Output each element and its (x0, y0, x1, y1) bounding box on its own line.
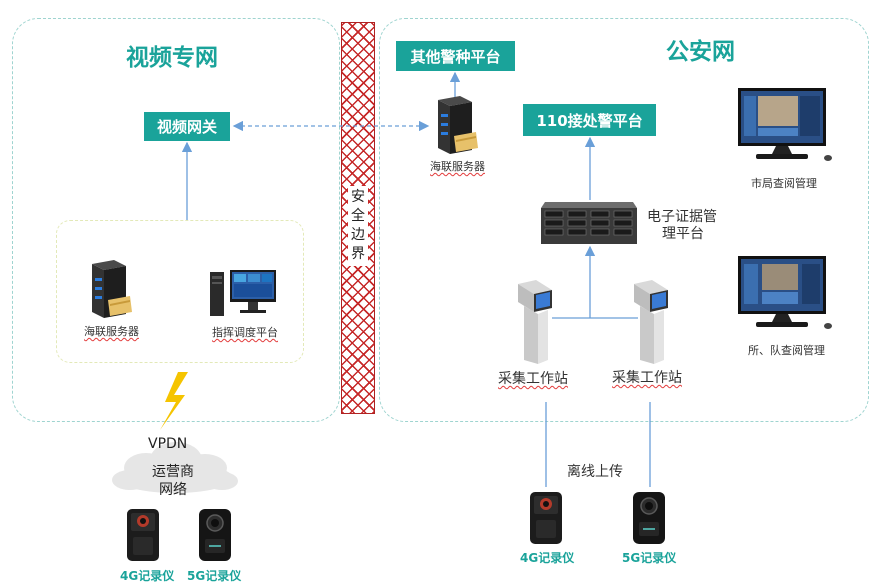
body-camera-icon (633, 492, 665, 544)
workstation-icon (210, 270, 276, 316)
workstation-2-label: 采集工作站 (612, 370, 682, 386)
right-4g-label: 4G记录仪 (520, 551, 575, 565)
security-boundary-label: 安全边界 (348, 186, 368, 266)
left-4g-label: 4G记录仪 (120, 569, 175, 583)
server-icon (438, 96, 478, 154)
right-5g-label: 5G记录仪 (622, 551, 677, 565)
video-gateway-box: 视频网关 (144, 112, 230, 141)
server-icon (92, 260, 132, 318)
station-team-label: 所、队查阅管理 (748, 344, 825, 357)
carrier-network-label-1: 运营商 (152, 464, 194, 480)
server-right-label: 海联服务器 (430, 160, 485, 173)
lightning-icon (160, 372, 188, 430)
monitor-icon (738, 88, 832, 161)
left-5g-label: 5G记录仪 (187, 569, 242, 583)
security-boundary (341, 22, 375, 414)
kiosk-icon (518, 280, 552, 364)
platform-110-box: 110接处警平台 (523, 104, 656, 136)
body-camera-icon (530, 492, 562, 544)
monitor-icon (738, 256, 832, 329)
dispatch-platform-label: 指挥调度平台 (212, 326, 278, 339)
evidence-platform-label-1: 电子证据管 (647, 209, 717, 225)
video-network-title: 视频专网 (126, 45, 218, 71)
video-devices-zone (56, 220, 304, 363)
offline-upload-label: 离线上传 (567, 461, 623, 481)
rack-server-icon (541, 202, 637, 244)
cloud-icon (112, 442, 238, 493)
evidence-platform-label-2: 理平台 (662, 226, 704, 242)
police-network-zone (379, 18, 869, 422)
workstation-1-label: 采集工作站 (498, 371, 568, 387)
other-police-platform-box: 其他警种平台 (396, 41, 515, 71)
video-network-zone (12, 18, 340, 422)
server-left-label: 海联服务器 (84, 325, 139, 338)
police-network-title: 公安网 (666, 39, 735, 65)
kiosk-icon (634, 280, 668, 364)
body-camera-icon (127, 509, 159, 561)
vpdn-label: VPDN (148, 436, 188, 452)
body-camera-icon (199, 509, 231, 561)
carrier-network-label-2: 网络 (159, 482, 187, 498)
city-bureau-label: 市局查阅管理 (751, 177, 817, 190)
